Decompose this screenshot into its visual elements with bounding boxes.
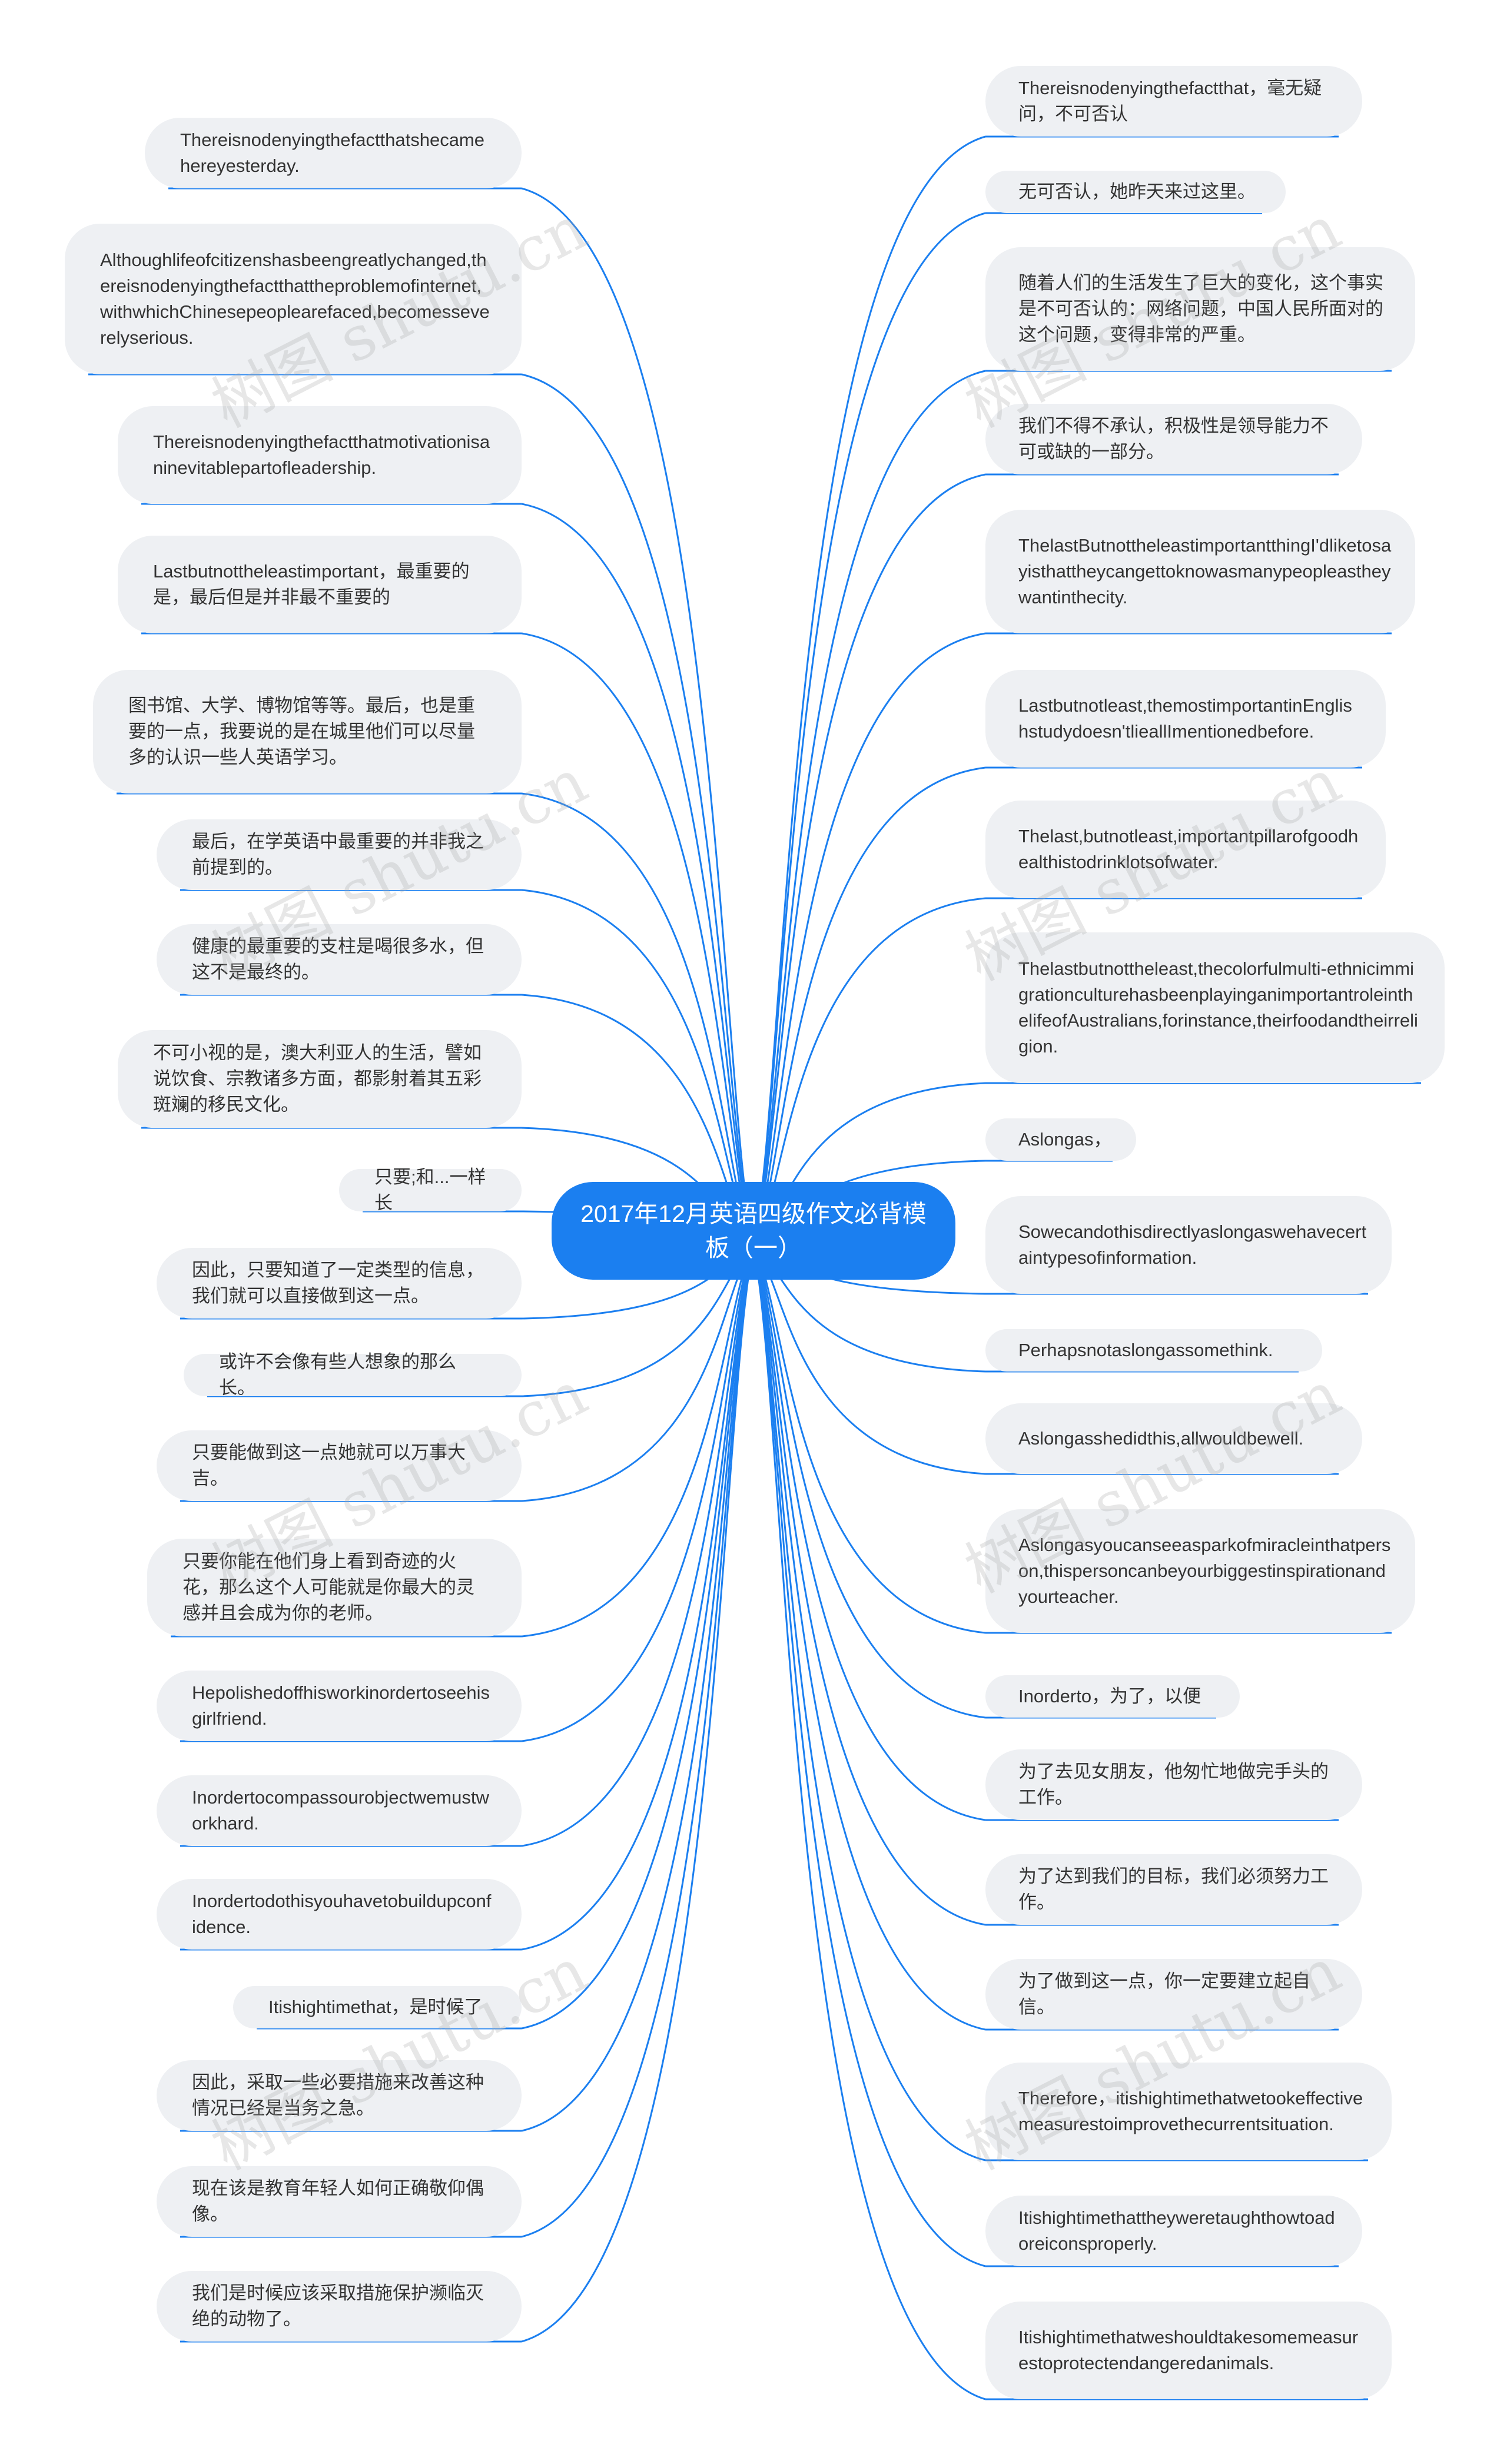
- left-connector: [521, 1246, 755, 2132]
- right-topic-node[interactable]: ThelastButnottheleastimportantthingI'dli…: [985, 510, 1415, 633]
- right-connector: [752, 632, 986, 1247]
- left-topic-node[interactable]: Itishightimethat，是时候了: [233, 1986, 522, 2028]
- left-topic-node[interactable]: Inordertocompassourobjectwemustworkhard.: [157, 1775, 522, 1846]
- left-topic-node[interactable]: Althoughlifeofcitizenshasbeengreatlychan…: [65, 224, 522, 374]
- right-topic-node[interactable]: 为了做到这一点，你一定要建立起自信。: [985, 1959, 1362, 2030]
- right-connector: [752, 1246, 986, 1719]
- left-topic-node[interactable]: Thereisnodenyingthefactthatshecamehereye…: [145, 118, 522, 188]
- right-connector: [752, 473, 986, 1247]
- left-connector: [521, 1246, 755, 2030]
- right-topic-node[interactable]: 随着人们的生活发生了巨大的变化，这个事实是不可否认的：网络问题，中国人民所面对的…: [985, 247, 1415, 371]
- left-connector: [521, 792, 755, 1247]
- left-connector: [521, 1246, 755, 1951]
- left-connector: [521, 632, 755, 1247]
- left-topic-node[interactable]: Thereisnodenyingthefactthatmotivationisa…: [118, 406, 522, 504]
- left-connector: [521, 1246, 755, 2343]
- right-connector: [752, 1246, 986, 2161]
- right-topic-node[interactable]: Sowecandothisdirectlyaslongaswehavecerta…: [985, 1196, 1392, 1294]
- left-topic-node[interactable]: Inordertodothisyouhavetobuildupconfidenc…: [157, 1879, 522, 1950]
- right-topic-node[interactable]: Thelast,butnotleast,importantpillarofgoo…: [985, 801, 1386, 898]
- right-connector: [752, 370, 986, 1247]
- left-topic-node[interactable]: 只要能做到这一点她就可以万事大吉。: [157, 1430, 522, 1501]
- left-connector: [521, 187, 755, 1247]
- right-topic-node[interactable]: Thereisnodenyingthefactthat，毫无疑问，不可否认: [985, 66, 1362, 137]
- right-topic-node[interactable]: 我们不得不承认，积极性是领导能力不可或缺的一部分。: [985, 404, 1362, 474]
- right-topic-node[interactable]: Perhapsnotaslongassomethink.: [985, 1329, 1322, 1372]
- right-topic-node[interactable]: Inorderto，为了，以便: [985, 1675, 1240, 1718]
- right-topic-node[interactable]: Thelastbutnottheleast,thecolorfulmulti-e…: [985, 932, 1445, 1083]
- right-connector: [752, 1246, 986, 1634]
- left-topic-node[interactable]: 因此，采取一些必要措施来改善这种情况已经是当务之急。: [157, 2060, 522, 2131]
- left-topic-node[interactable]: 或许不会像有些人想象的那么长。: [184, 1351, 522, 1398]
- left-connector: [521, 1246, 755, 1638]
- left-topic-node[interactable]: 只要;和...一样长: [339, 1167, 522, 1213]
- right-connector: [752, 1246, 986, 2400]
- left-connector: [521, 1246, 755, 1847]
- right-connector: [752, 1246, 986, 2267]
- right-connector: [752, 1246, 986, 1926]
- right-topic-node[interactable]: Aslongas，: [985, 1118, 1136, 1161]
- right-topic-node[interactable]: Aslongasshedidthis,allwouldbewell.: [985, 1403, 1362, 1474]
- left-connector: [521, 373, 755, 1247]
- left-topic-node[interactable]: 图书馆、大学、博物馆等等。最后，也是重要的一点，我要说的是在城里他们可以尽量多的…: [93, 670, 522, 793]
- right-topic-node[interactable]: 为了去见女朋友，他匆忙地做完手头的工作。: [985, 1749, 1362, 1820]
- left-topic-node[interactable]: 不可小视的是，澳大利亚人的生活，譬如说饮食、宗教诸多方面，都影射着其五彩斑斓的移…: [118, 1030, 522, 1128]
- right-topic-node[interactable]: Aslongasyoucanseeasparkofmiracleinthatpe…: [985, 1509, 1415, 1633]
- root-topic[interactable]: 2017年12月英语四级作文必背模板（一）: [552, 1182, 955, 1280]
- left-topic-node[interactable]: 因此，只要知道了一定类型的信息，我们就可以直接做到这一点。: [157, 1248, 522, 1319]
- left-topic-node[interactable]: 健康的最重要的支柱是喝很多水，但这不是最终的。: [157, 924, 522, 995]
- right-topic-node[interactable]: 无可否认，她昨天来过这里。: [985, 171, 1286, 213]
- left-topic-node[interactable]: Lastbutnottheleastimportant，最重要的是，最后但是并非…: [118, 536, 522, 633]
- left-topic-node[interactable]: 最后，在学英语中最重要的并非我之前提到的。: [157, 819, 522, 890]
- right-topic-node[interactable]: Therefore，itishightimethatwetookeffectiv…: [985, 2063, 1392, 2160]
- right-topic-node[interactable]: Itishightimethattheyweretaughthowtoadore…: [985, 2196, 1362, 2266]
- right-topic-node[interactable]: 为了达到我们的目标，我们必须努力工作。: [985, 1854, 1362, 1925]
- right-topic-node[interactable]: Lastbutnotleast,themostimportantinEnglis…: [985, 670, 1386, 768]
- left-topic-node[interactable]: Hepolishedoffhisworkinordertoseehisgirlf…: [157, 1671, 522, 1741]
- left-connector: [521, 1246, 755, 1742]
- left-connector: [521, 503, 755, 1247]
- right-connector: [752, 1246, 986, 1821]
- right-topic-node[interactable]: Itishightimethatweshouldtakesomemeasures…: [985, 2302, 1392, 2399]
- left-connector: [521, 1246, 755, 2238]
- left-topic-node[interactable]: 现在该是教育年轻人如何正确敬仰偶像。: [157, 2166, 522, 2237]
- right-connector: [752, 212, 986, 1247]
- right-connector: [752, 1246, 986, 2031]
- left-topic-node[interactable]: 只要你能在他们身上看到奇迹的火花，那么这个人可能就是你最大的灵感并且会成为你的老…: [147, 1539, 522, 1636]
- left-topic-node[interactable]: 我们是时候应该采取措施保护濒临灭绝的动物了。: [157, 2271, 522, 2342]
